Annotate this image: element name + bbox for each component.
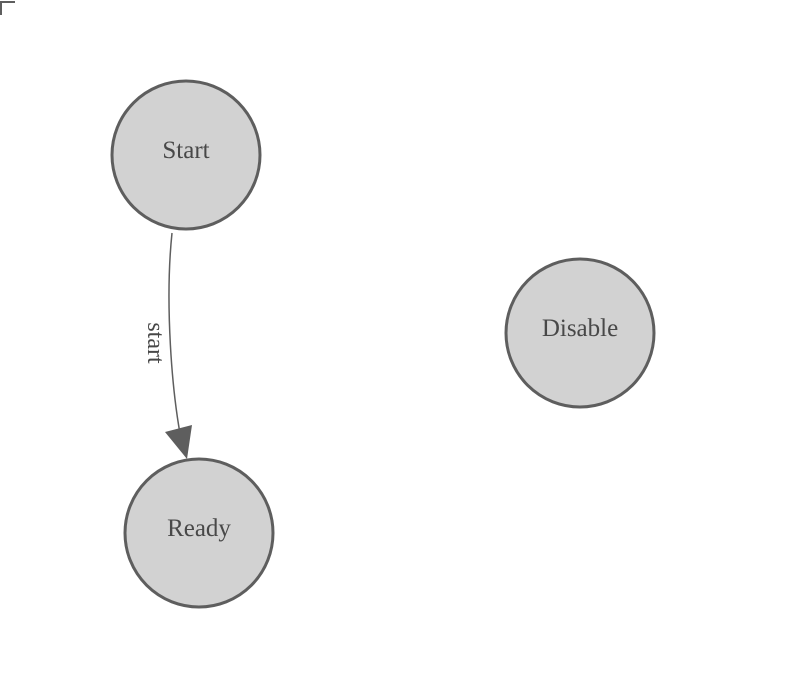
state-node-start[interactable]: Start bbox=[110, 79, 262, 231]
state-node-start-circle[interactable] bbox=[110, 79, 262, 231]
edge-start-to-ready[interactable]: start bbox=[142, 232, 192, 459]
state-node-disable[interactable]: Disable bbox=[504, 257, 656, 409]
state-node-disable-circle[interactable] bbox=[504, 257, 656, 409]
state-node-ready[interactable]: Ready bbox=[123, 457, 275, 609]
canvas-origin-mark bbox=[0, 1, 15, 15]
edge-arrowhead-icon bbox=[165, 425, 192, 459]
state-node-ready-circle[interactable] bbox=[123, 457, 275, 609]
edge-label: start bbox=[142, 322, 168, 364]
edge-line[interactable] bbox=[168, 232, 184, 450]
